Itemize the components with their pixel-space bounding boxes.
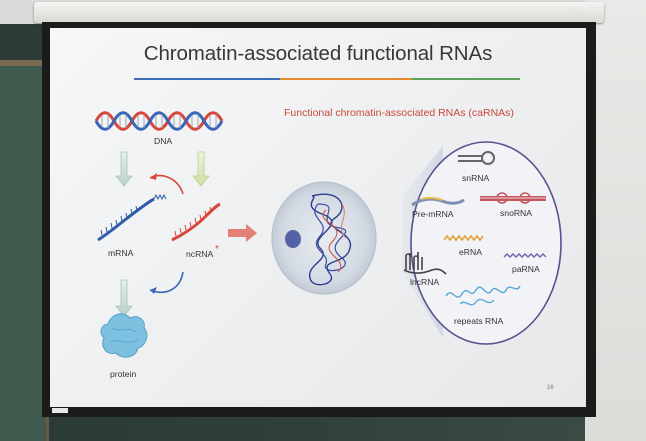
arrow-mrna-to-protein-icon <box>115 279 133 317</box>
dna-helix <box>94 111 224 131</box>
label-snorna: snoRNA <box>500 208 532 218</box>
title-rule-green <box>412 78 520 80</box>
label-dna: DNA <box>154 136 173 146</box>
snorna-icon <box>480 192 546 204</box>
slide-title: Chromatin-associated functional RNAs <box>143 42 493 65</box>
protein-icon <box>100 313 148 358</box>
repeats-rna-icon <box>445 285 521 306</box>
label-erna: eRNA <box>459 247 482 257</box>
label-ncrna-marker: * <box>215 244 219 255</box>
pre-mrna-icon <box>411 197 465 207</box>
label-protein: protein <box>110 369 137 379</box>
slide-page-number: 16 <box>547 385 554 391</box>
ncrna-strand-icon <box>171 202 221 242</box>
snrna-icon <box>458 151 495 165</box>
slide-diagram <box>94 111 562 358</box>
erna-icon <box>443 234 484 242</box>
screen-corner-tag <box>52 408 68 413</box>
label-pre-mrna: Pre-mRNA <box>412 209 454 219</box>
label-parna: paRNA <box>512 264 540 274</box>
nucleus-icon <box>271 181 377 295</box>
lncrna-icon <box>403 252 447 275</box>
label-snrna: snRNA <box>462 173 490 183</box>
title-rule-blue <box>134 78 280 80</box>
label-mrna: mRNA <box>108 248 134 258</box>
slide-subtitle: Functional chromatin-associated RNAs (ca… <box>284 107 514 119</box>
label-ncrna: ncRNA <box>186 249 214 259</box>
label-repeats-rna: repeats RNA <box>454 316 504 326</box>
parna-icon <box>503 253 547 258</box>
arrow-dna-to-ncrna-icon <box>192 151 210 187</box>
mrna-strand-icon <box>97 193 167 242</box>
arrow-to-nucleus-icon <box>228 224 257 242</box>
title-rule-orange <box>280 78 412 80</box>
chalkboard <box>0 60 49 441</box>
arrow-dna-to-mrna-icon <box>115 151 133 187</box>
projector-screen-housing: · · · <box>34 2 604 23</box>
projection-slide: Chromatin-associated functional RNAs Fun… <box>50 28 586 407</box>
label-lncrna: lncRNA <box>410 277 440 287</box>
